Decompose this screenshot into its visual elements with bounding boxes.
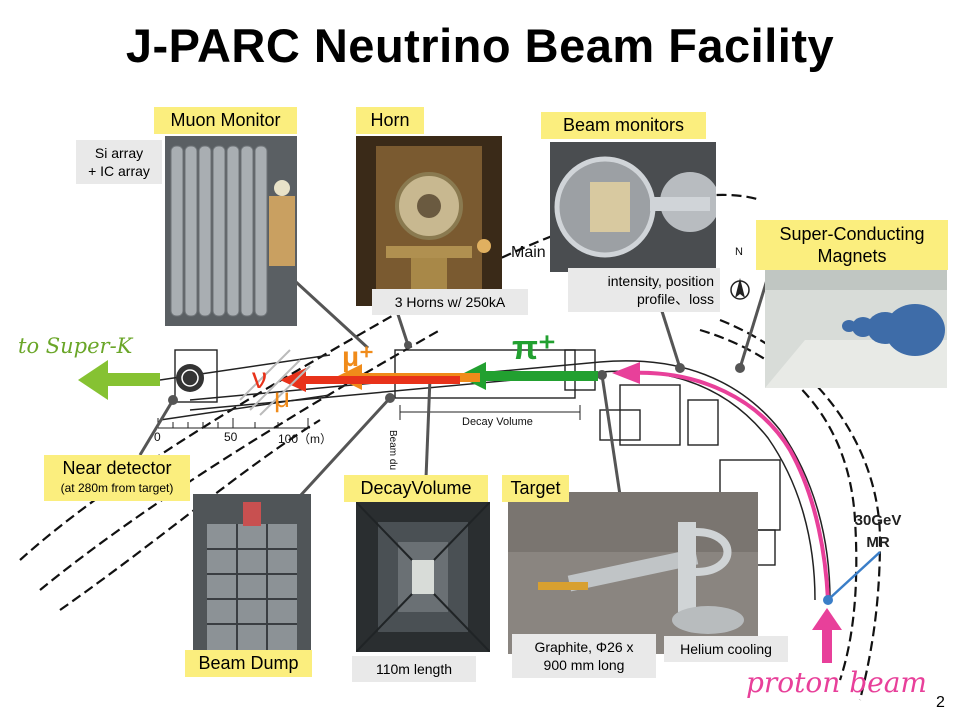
beam-monitors-photo: [550, 142, 716, 272]
proton-beam-head: [612, 362, 640, 384]
scale-ticks: [157, 418, 309, 428]
mr-text: 30GeV MR: [848, 510, 908, 554]
target-label: Target: [502, 475, 569, 502]
near-detector-symbol: [176, 364, 204, 392]
near-detector-label: Near detector (at 280m from target): [44, 455, 190, 501]
near-detector-subtitle: (at 280m from target): [60, 481, 174, 495]
horn-label: Horn: [356, 107, 424, 134]
compass-icon: [730, 278, 750, 300]
graphite-note-line1: Graphite, Φ26 x: [534, 639, 634, 655]
horns-note: 3 Horns w/ 250kA: [372, 289, 528, 315]
mu-text: μ: [274, 382, 291, 413]
proton-beam-path: [629, 370, 830, 601]
si-array-note-line2: + IC array: [88, 163, 150, 179]
north-text: N: [735, 246, 743, 258]
helium-note: Helium cooling: [664, 636, 788, 662]
superk-arrow-icon: [78, 360, 160, 400]
mr-text-line2: MR: [866, 534, 890, 551]
sc-magnets-label-line2: Magnets: [817, 246, 887, 266]
page-number: 2: [936, 694, 945, 711]
decay-volume-photo: [356, 502, 490, 652]
sc-magnets-photo: [765, 270, 947, 388]
mr-pointer: [829, 551, 881, 599]
proton-beam-text: proton beam: [746, 666, 927, 699]
scale-100: 100（m）: [278, 432, 333, 446]
sc-magnets-label-line1: Super-Conducting: [779, 224, 925, 244]
decay-sketch: [239, 349, 311, 416]
scale-50: 50: [224, 430, 238, 444]
muon-monitor-photo: [165, 136, 297, 326]
si-array-note: Si array + IC array: [76, 140, 162, 184]
target-photo: [508, 492, 758, 654]
graphite-note-line2: 900 mm long: [543, 657, 625, 673]
sc-magnets-label: Super-Conducting Magnets: [756, 220, 948, 270]
monitor-note-line2: profile、loss: [636, 291, 714, 307]
horn-photo: [356, 136, 502, 306]
monitor-note: intensity, position profile、loss: [568, 268, 720, 312]
monitor-note-line1: intensity, position: [607, 273, 714, 289]
nu-text: ν: [252, 362, 267, 395]
length-note: 110m length: [352, 656, 476, 682]
mr-text-line1: 30GeV: [854, 512, 902, 529]
graphite-note: Graphite, Φ26 x 900 mm long: [512, 634, 656, 678]
to-superk-text: to Super-K: [18, 334, 133, 358]
main-ring-text: Main: [511, 244, 546, 261]
pi-plus-text: π⁺: [512, 329, 556, 367]
beam-monitors-label: Beam monitors: [541, 112, 706, 139]
decay-volume-label: DecayVolume: [344, 475, 488, 502]
scale-0: 0: [154, 430, 161, 444]
si-array-note-line1: Si array: [94, 145, 144, 161]
muon-monitor-label: Muon Monitor: [154, 107, 297, 134]
page-title: J-PARC Neutrino Beam Facility: [125, 19, 835, 72]
beam-dump-photo: [193, 494, 311, 664]
neutrino-arrow: [280, 368, 460, 392]
beam-dump-vertical-text: Beam du: [387, 430, 398, 471]
beam-dump-label: Beam Dump: [185, 650, 312, 677]
mu-plus-text: μ⁺: [342, 341, 374, 372]
near-detector-title: Near detector: [62, 458, 172, 478]
proton-arrow-icon: [812, 608, 842, 663]
decay-volume-dim-text: Decay Volume: [462, 416, 533, 428]
